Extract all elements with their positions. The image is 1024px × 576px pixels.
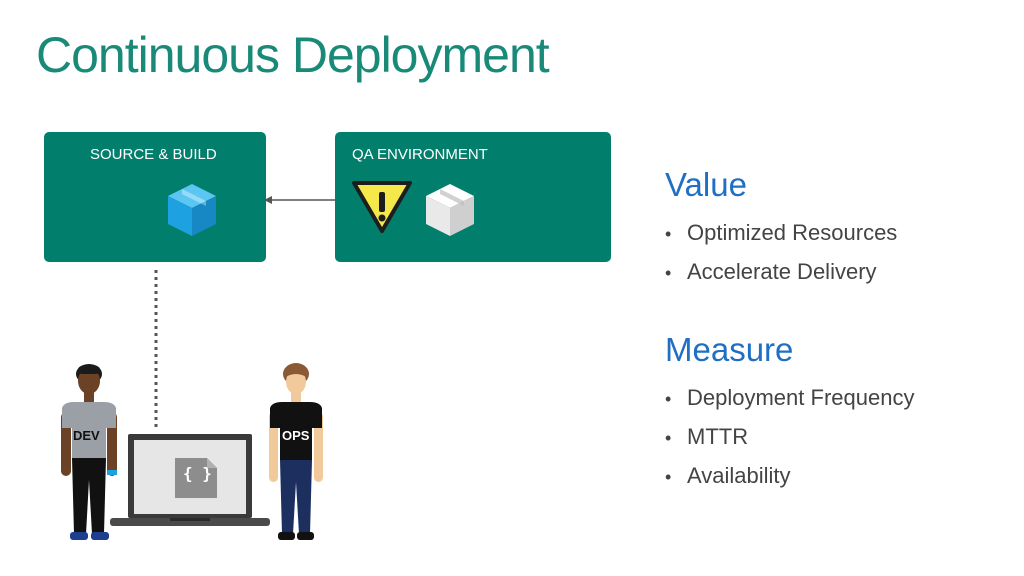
value-item-text: Accelerate Delivery xyxy=(687,259,877,284)
list-item: •MTTR xyxy=(665,424,749,449)
dev-label: DEV xyxy=(73,428,100,443)
value-heading: Value xyxy=(665,166,747,203)
value-item-text: Optimized Resources xyxy=(687,220,898,245)
list-item: •Optimized Resources xyxy=(665,220,898,245)
cube-icon xyxy=(168,184,216,236)
cube-icon xyxy=(426,184,474,236)
dotted-connector xyxy=(154,270,158,428)
source-build-box: SOURCE & BUILD xyxy=(44,132,266,262)
code-braces-glyph: { } xyxy=(183,464,212,483)
measure-heading: Measure xyxy=(665,331,794,368)
list-item: •Deployment Frequency xyxy=(665,385,915,410)
warning-icon xyxy=(352,181,412,233)
list-item: •Accelerate Delivery xyxy=(665,259,877,284)
qa-environment-label: QA ENVIRONMENT xyxy=(352,146,488,163)
qa-environment-box: QA ENVIRONMENT xyxy=(335,132,611,262)
code-braces-icon xyxy=(175,458,217,498)
ops-person xyxy=(269,363,323,540)
ops-label: OPS xyxy=(282,428,310,443)
list-item: •Availability xyxy=(665,463,791,488)
measure-item-text: Deployment Frequency xyxy=(687,385,915,410)
source-build-label: SOURCE & BUILD xyxy=(90,146,217,163)
measure-item-text: MTTR xyxy=(687,424,749,449)
measure-item-text: Availability xyxy=(687,463,791,488)
bidirectional-arrow xyxy=(264,196,344,204)
dev-person xyxy=(61,364,117,540)
page-title: Continuous Deployment xyxy=(36,27,550,83)
